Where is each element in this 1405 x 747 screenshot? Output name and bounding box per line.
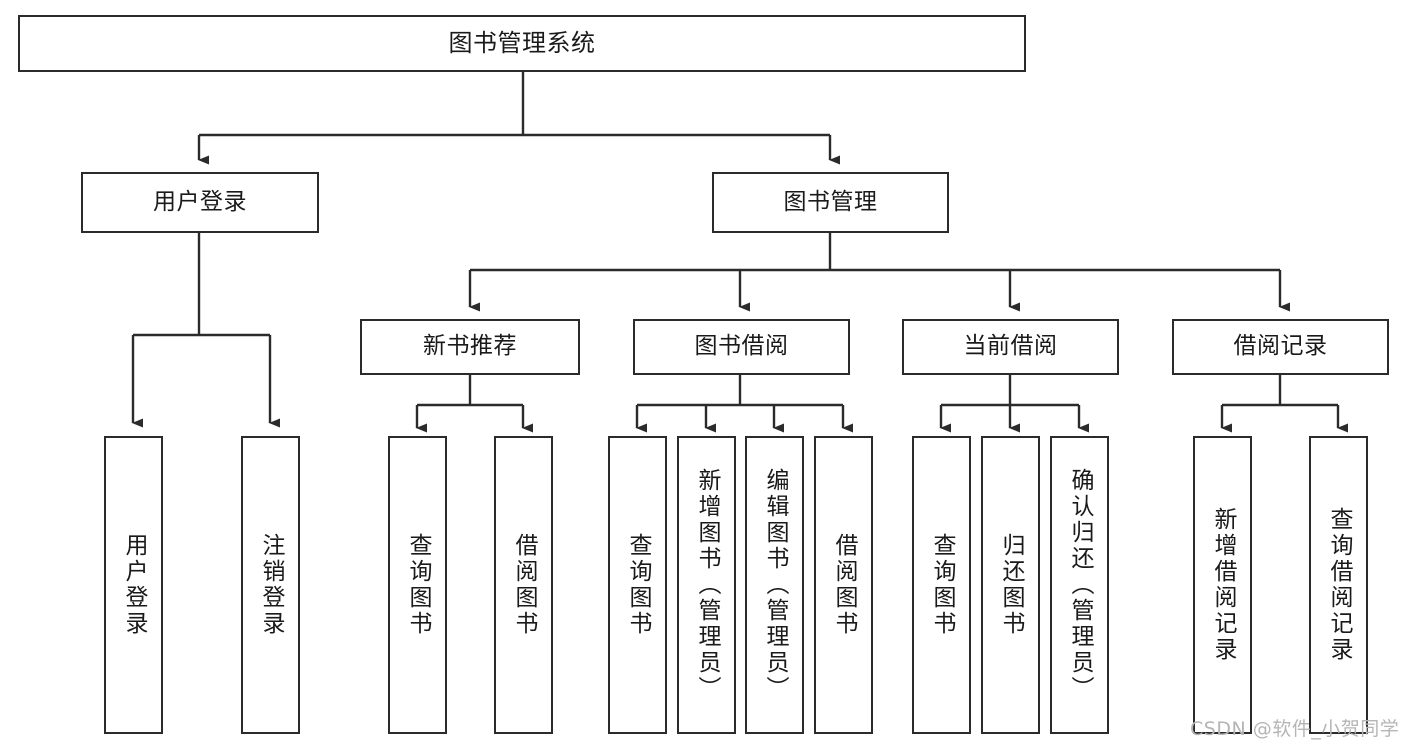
node-leaf-add-record-label: 新增借阅记录: [1210, 507, 1236, 663]
node-leaf-query-book-2-label: 查询图书: [625, 533, 651, 637]
node-leaf-user-logout-label: 注销登录: [258, 533, 284, 637]
node-borrow-record[interactable]: 借阅记录: [1172, 319, 1389, 375]
node-leaf-query-book-2[interactable]: 查询图书: [608, 436, 667, 734]
node-book-borrow[interactable]: 图书借阅: [633, 319, 850, 375]
node-leaf-add-book-label: 新增图书（管理员）: [694, 468, 720, 702]
node-leaf-edit-book[interactable]: 编辑图书（管理员）: [745, 436, 804, 734]
node-root[interactable]: 图书管理系统: [18, 15, 1026, 72]
node-new-book-recommend[interactable]: 新书推荐: [360, 319, 580, 375]
node-leaf-return-book-label: 归还图书: [998, 533, 1024, 637]
node-leaf-query-book-1[interactable]: 查询图书: [388, 436, 447, 734]
node-leaf-query-book-3-label: 查询图书: [929, 533, 955, 637]
node-book-borrow-label: 图书借阅: [694, 333, 789, 360]
node-leaf-query-record-label: 查询借阅记录: [1326, 507, 1352, 663]
node-leaf-borrow-book-2[interactable]: 借阅图书: [814, 436, 873, 734]
node-leaf-borrow-book-1[interactable]: 借阅图书: [494, 436, 553, 734]
node-book-manage[interactable]: 图书管理: [712, 172, 949, 233]
node-leaf-add-book[interactable]: 新增图书（管理员）: [677, 436, 736, 734]
node-new-book-recommend-label: 新书推荐: [423, 333, 517, 360]
node-leaf-borrow-book-1-label: 借阅图书: [511, 533, 537, 637]
node-leaf-user-logout[interactable]: 注销登录: [241, 436, 300, 734]
node-borrow-record-label: 借阅记录: [1233, 333, 1328, 360]
node-leaf-confirm-return-label: 确认归还（管理员）: [1067, 468, 1093, 702]
node-leaf-return-book[interactable]: 归还图书: [981, 436, 1040, 734]
node-user-login-label: 用户登录: [153, 188, 247, 215]
node-leaf-confirm-return[interactable]: 确认归还（管理员）: [1050, 436, 1109, 734]
node-book-manage-label: 图书管理: [783, 188, 878, 215]
node-current-borrow-label: 当前借阅: [963, 333, 1058, 360]
node-leaf-user-login-label: 用户登录: [121, 533, 147, 637]
node-leaf-query-book-3[interactable]: 查询图书: [912, 436, 971, 734]
node-leaf-query-record[interactable]: 查询借阅记录: [1309, 436, 1368, 734]
node-user-login[interactable]: 用户登录: [81, 172, 319, 233]
node-leaf-borrow-book-2-label: 借阅图书: [831, 533, 857, 637]
node-leaf-query-book-1-label: 查询图书: [405, 533, 431, 637]
node-root-label: 图书管理系统: [448, 29, 596, 58]
node-leaf-edit-book-label: 编辑图书（管理员）: [762, 468, 788, 702]
node-leaf-user-login[interactable]: 用户登录: [104, 436, 163, 734]
node-current-borrow[interactable]: 当前借阅: [902, 319, 1119, 375]
node-leaf-add-record[interactable]: 新增借阅记录: [1193, 436, 1252, 734]
